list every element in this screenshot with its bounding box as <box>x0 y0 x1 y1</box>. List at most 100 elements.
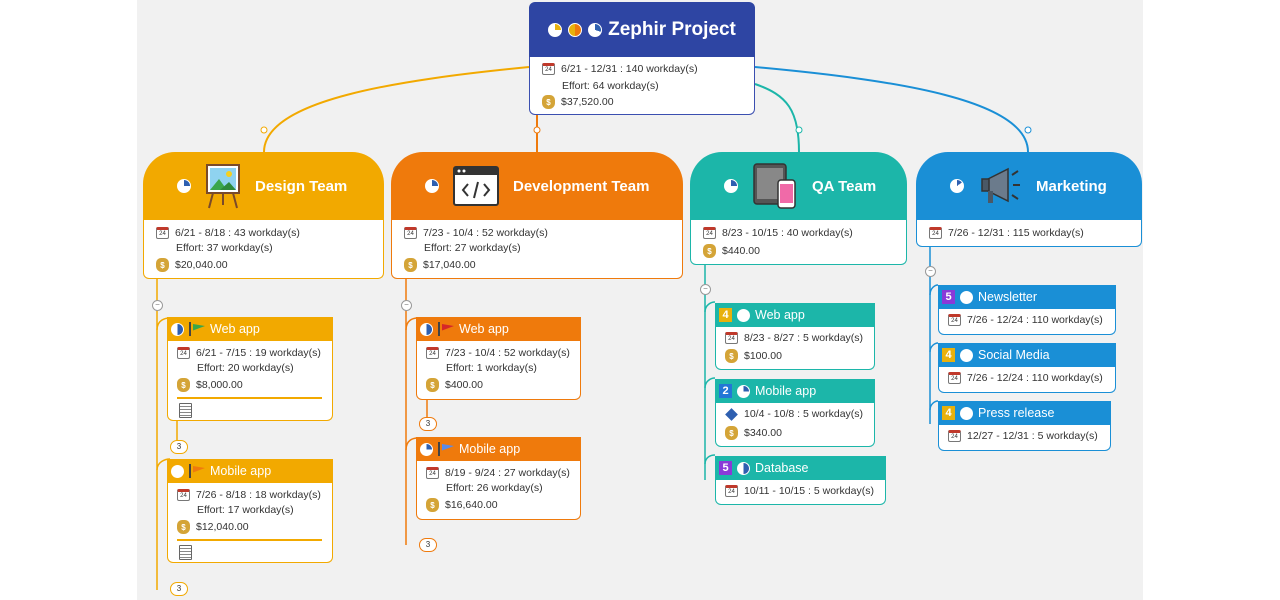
team-title: Design Team <box>255 177 348 195</box>
task-qa-mobile-app[interactable]: 2 Mobile app <box>715 379 875 403</box>
collapse-toggle[interactable]: − <box>700 284 711 295</box>
team-effort: Effort: 27 workday(s) <box>424 242 521 254</box>
task-newsletter[interactable]: 5 Newsletter <box>938 285 1116 309</box>
task-dates: 10/4 - 10/8 : 5 workday(s) <box>744 408 864 420</box>
task-dates: 7/26 - 8/18 : 18 workday(s) <box>196 489 321 501</box>
task-dates: 12/27 - 12/31 : 5 workday(s) <box>967 430 1098 442</box>
task-design-web-app[interactable]: Web app <box>167 317 333 341</box>
task-effort: Effort: 1 workday(s) <box>446 362 537 374</box>
task-details: 24 7/26 - 8/18 : 18 workday(s) Effort: 17… <box>167 483 333 563</box>
child-count-badge[interactable]: 3 <box>170 440 188 454</box>
team-qa[interactable]: QA Team <box>690 152 907 220</box>
priority-badge: 4 <box>719 308 732 322</box>
task-dates: 10/11 - 10/15 : 5 workday(s) <box>744 485 874 497</box>
task-press-release[interactable]: 4 Press release <box>938 401 1111 425</box>
root-topic[interactable]: Zephir Project <box>529 2 755 57</box>
milestone-icon <box>725 407 738 421</box>
money-bag-icon: $ <box>725 426 738 440</box>
progress-pie-icon <box>950 179 964 193</box>
team-dates: 7/23 - 10/4 : 52 workday(s) <box>423 227 548 239</box>
code-window-icon <box>453 166 499 206</box>
calendar-icon: 24 <box>156 227 169 239</box>
progress-pie-icon <box>548 22 563 37</box>
calendar-icon: 24 <box>948 430 961 442</box>
money-bag-icon: $ <box>542 95 555 109</box>
child-count-badge[interactable]: 3 <box>419 538 437 552</box>
megaphone-icon <box>978 165 1022 207</box>
calendar-icon: 24 <box>725 485 738 497</box>
team-development-details: 24 7/23 - 10/4 : 52 workday(s) Effort: 27… <box>391 220 683 279</box>
team-design[interactable]: Design Team <box>143 152 384 220</box>
task-dates: 8/23 - 8/27 : 5 workday(s) <box>744 332 864 344</box>
progress-pie-icon <box>177 179 191 193</box>
priority-badge: 4 <box>942 348 955 362</box>
task-dev-web-app[interactable]: Web app <box>416 317 581 341</box>
progress-pie-icon <box>960 290 973 304</box>
task-dev-mobile-app[interactable]: Mobile app <box>416 437 581 461</box>
money-bag-icon: $ <box>426 378 439 392</box>
child-count-badge[interactable]: 3 <box>419 417 437 431</box>
task-effort: Effort: 26 workday(s) <box>446 482 543 494</box>
task-effort: Effort: 17 workday(s) <box>197 504 294 516</box>
collapse-toggle[interactable]: − <box>925 266 936 277</box>
task-label: Newsletter <box>978 290 1038 304</box>
team-title: Marketing <box>1036 177 1107 195</box>
task-dates: 8/19 - 9/24 : 27 workday(s) <box>445 467 570 479</box>
calendar-icon: 24 <box>929 227 942 239</box>
task-qa-web-app[interactable]: 4 Web app <box>715 303 875 327</box>
task-details: 24 7/23 - 10/4 : 52 workday(s) Effort: 1 … <box>416 341 581 400</box>
money-bag-icon: $ <box>177 378 190 392</box>
task-dates: 7/23 - 10/4 : 52 workday(s) <box>445 347 570 359</box>
task-qa-database[interactable]: 5 Database <box>715 456 886 480</box>
blue-flag-icon <box>442 444 454 451</box>
calendar-icon: 24 <box>725 332 738 344</box>
money-bag-icon: $ <box>725 349 738 363</box>
progress-pie-icon <box>425 179 439 193</box>
progress-pie-icon <box>724 179 738 193</box>
collapse-toggle[interactable]: − <box>401 300 412 311</box>
green-flag-icon <box>193 324 205 331</box>
devices-icon <box>752 162 798 210</box>
progress-pie-icon <box>960 406 973 420</box>
task-label: Mobile app <box>755 384 817 398</box>
calendar-icon: 24 <box>426 347 439 359</box>
team-development[interactable]: Development Team <box>391 152 683 220</box>
task-label: Database <box>755 461 809 475</box>
priority-badge: 5 <box>942 290 955 304</box>
note-icon[interactable] <box>179 545 192 560</box>
progress-pie-icon <box>737 384 750 398</box>
note-icon[interactable] <box>179 403 192 418</box>
task-design-mobile-app[interactable]: Mobile app <box>167 459 333 483</box>
money-bag-icon: $ <box>703 244 716 258</box>
progress-pie-icon <box>588 22 603 37</box>
team-title: QA Team <box>812 177 877 195</box>
task-cost: $400.00 <box>445 379 483 391</box>
root-title: Zephir Project <box>608 18 736 40</box>
team-dates: 8/23 - 10/15 : 40 workday(s) <box>722 227 853 239</box>
priority-badge: 5 <box>719 461 732 475</box>
task-social-media[interactable]: 4 Social Media <box>938 343 1116 367</box>
task-cost: $340.00 <box>744 427 782 439</box>
task-label: Web app <box>210 322 260 336</box>
root-effort: Effort: 64 workday(s) <box>562 80 659 92</box>
progress-pie-icon <box>420 322 433 336</box>
calendar-icon: 24 <box>177 347 190 359</box>
team-cost: $17,040.00 <box>423 259 476 271</box>
root-cost: $37,520.00 <box>561 96 614 108</box>
team-marketing[interactable]: Marketing <box>916 152 1142 220</box>
money-bag-icon: $ <box>426 498 439 512</box>
orange-flag-icon <box>193 466 205 473</box>
calendar-icon: 24 <box>177 489 190 501</box>
child-count-badge[interactable]: 3 <box>170 582 188 596</box>
collapse-toggle[interactable]: − <box>152 300 163 311</box>
priority-badge: 4 <box>942 406 955 420</box>
calendar-icon: 24 <box>948 314 961 326</box>
calendar-icon: 24 <box>404 227 417 239</box>
money-bag-icon: $ <box>177 520 190 534</box>
